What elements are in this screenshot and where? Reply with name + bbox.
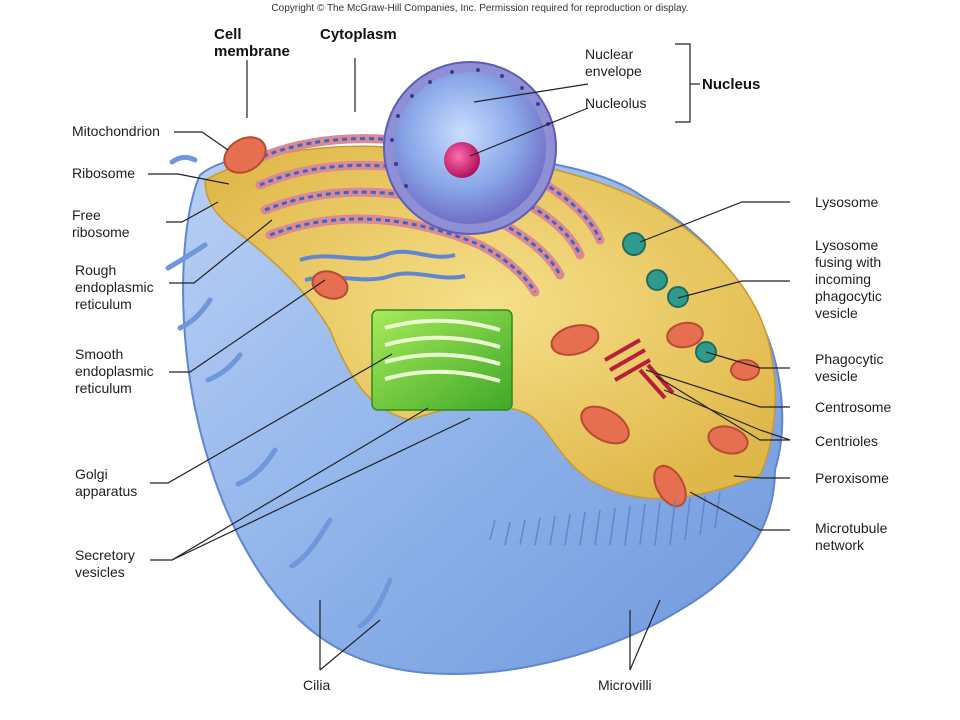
microvilli xyxy=(489,491,721,546)
label-centrioles: Centrioles xyxy=(815,433,879,449)
nucleolus xyxy=(444,142,480,178)
label-centrosome: Centrosome xyxy=(815,399,892,415)
leader-lines xyxy=(148,43,791,671)
label-ribosome: Ribosome xyxy=(72,165,136,181)
nuclear-pores xyxy=(390,68,550,188)
mitochondria xyxy=(223,136,760,508)
label-nucleolus: Nucleolus xyxy=(585,95,647,111)
label-mitochondrion: Mitochondrion xyxy=(72,123,160,139)
golgi-apparatus xyxy=(371,309,513,411)
label-nucleus: Nucleus xyxy=(702,76,761,93)
label-cytoplasm: Cytoplasm xyxy=(320,26,397,43)
label-cilia: Cilia xyxy=(303,677,331,693)
label-lysosome: Lysosome xyxy=(815,194,879,210)
centrosome xyxy=(604,338,675,400)
copyright-notice: Copyright © The McGraw-Hill Companies, I… xyxy=(271,3,689,14)
nucleus xyxy=(383,61,557,235)
cilia xyxy=(165,154,393,629)
label-microvilli: Microvilli xyxy=(598,677,652,693)
label-peroxisome: Peroxisome xyxy=(815,470,889,486)
lysosomes xyxy=(622,232,717,363)
